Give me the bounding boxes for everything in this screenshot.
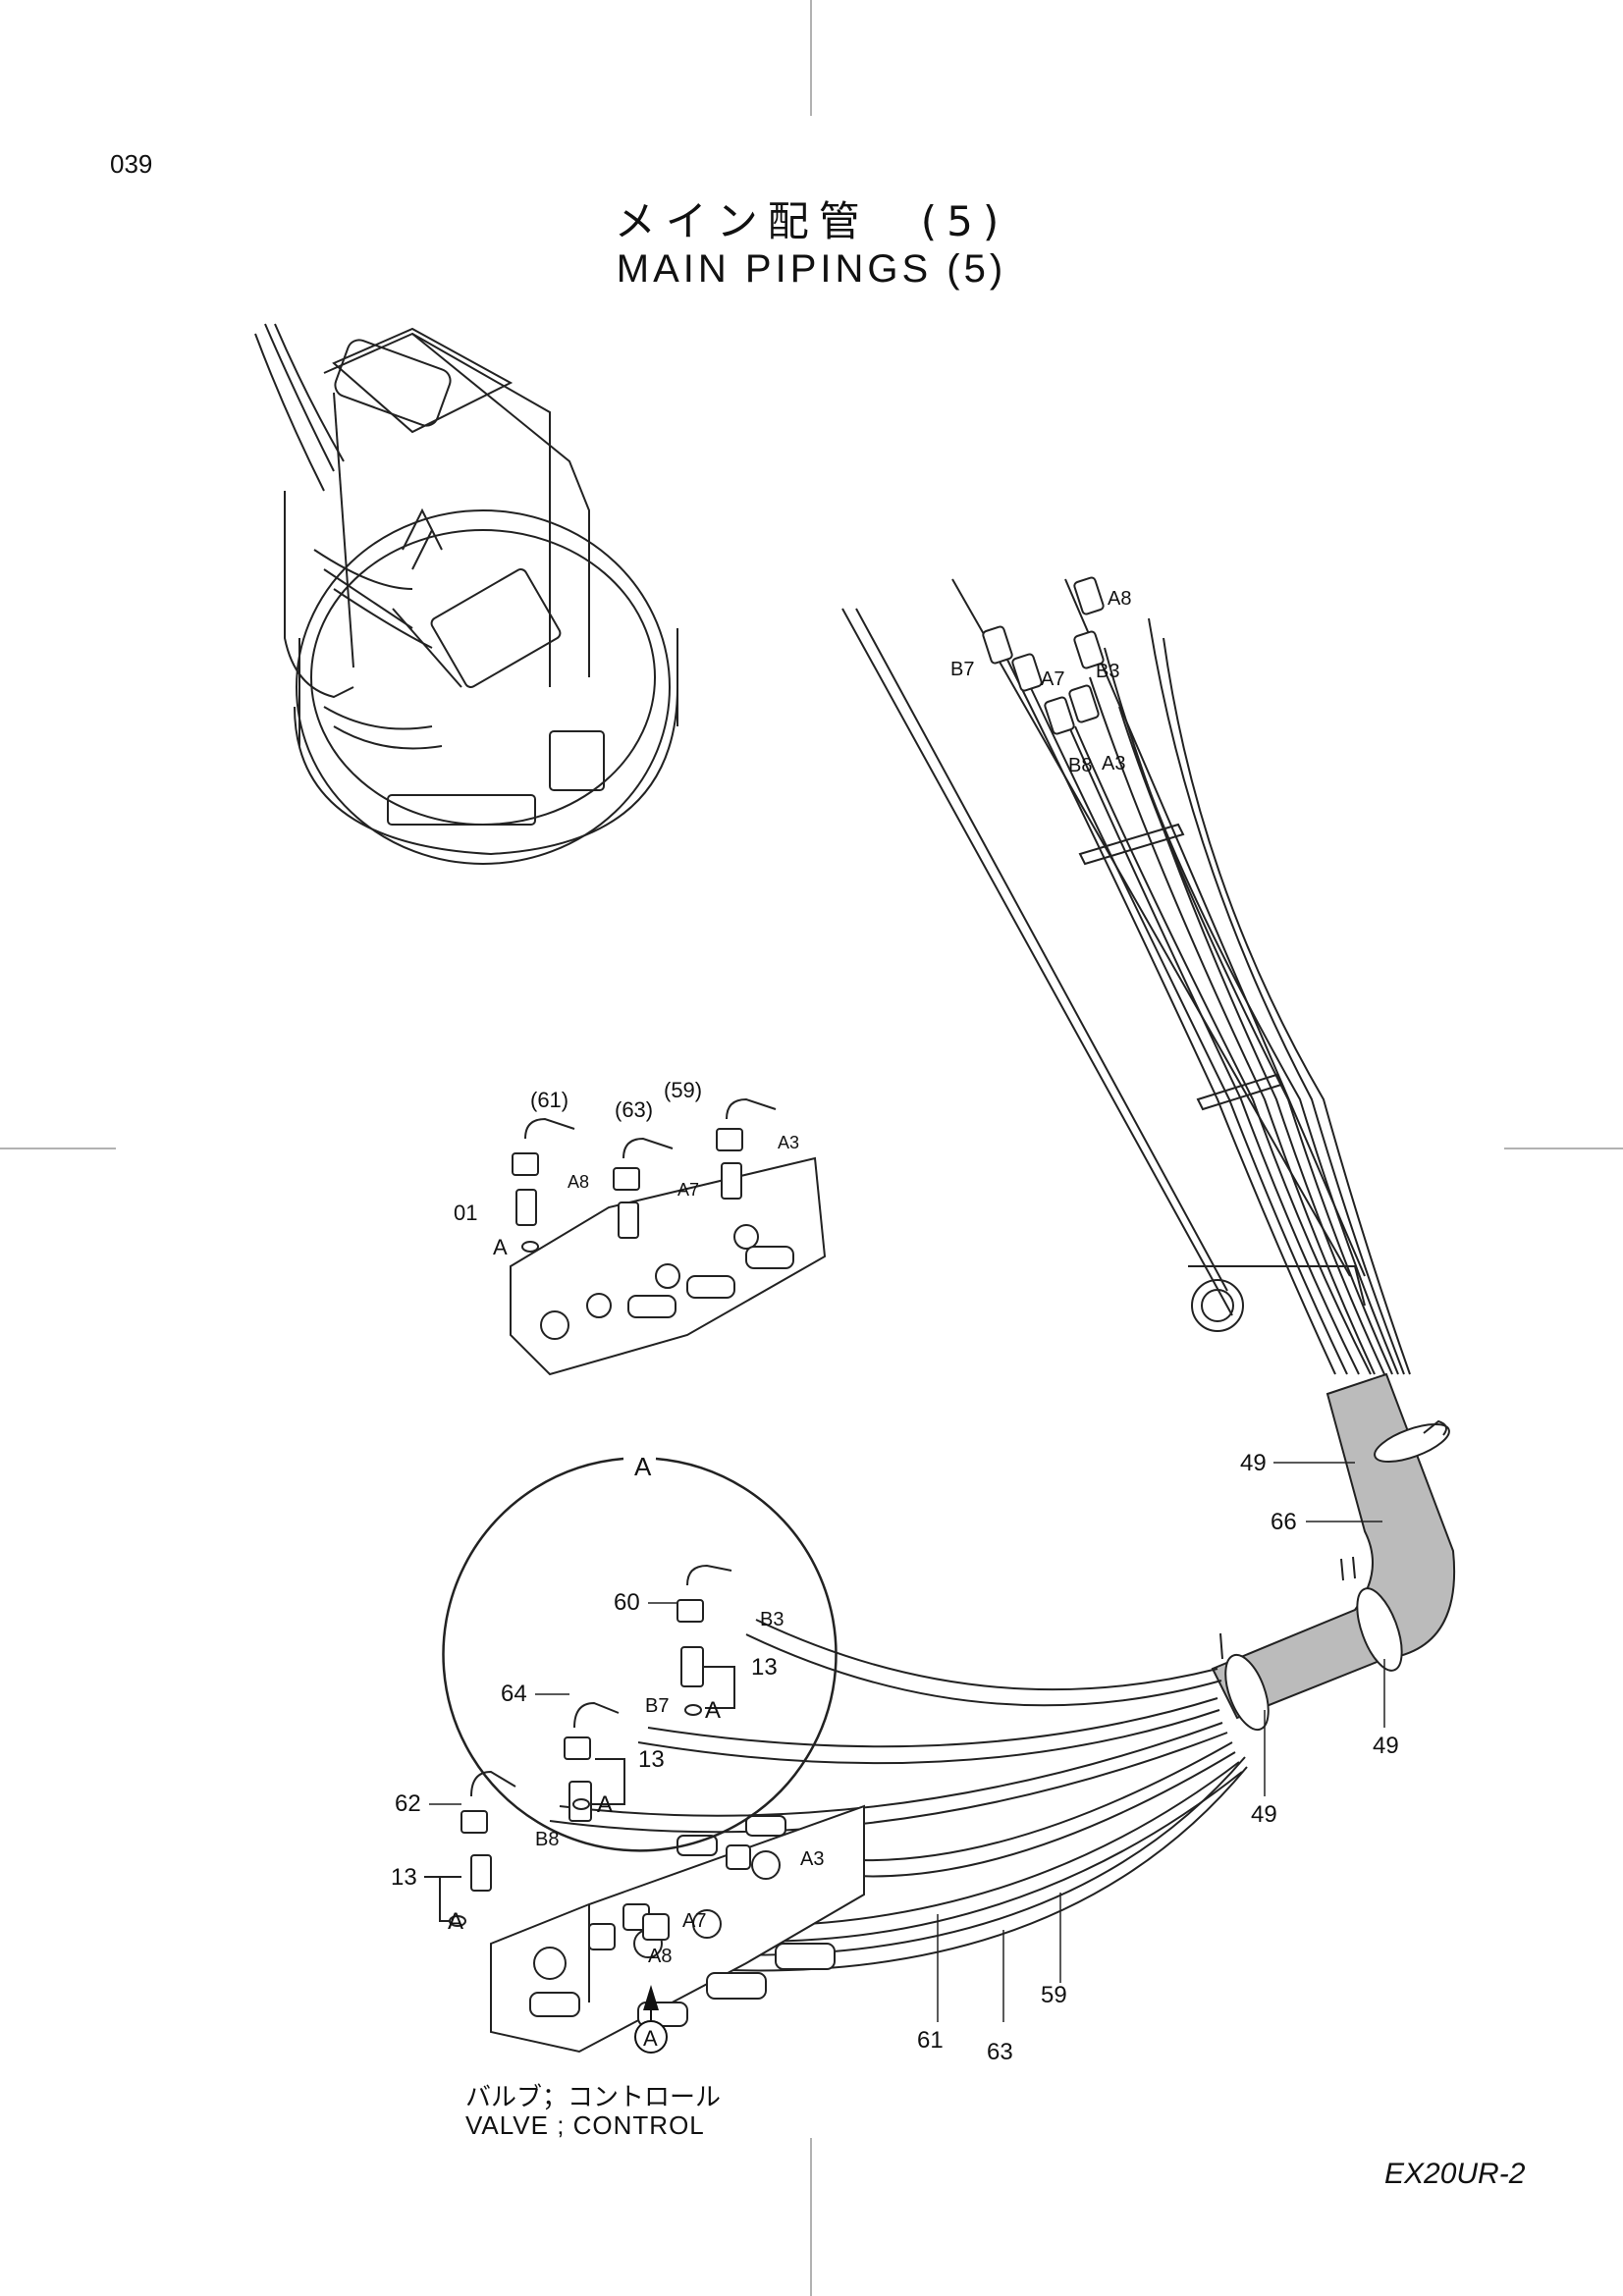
callout-61: 61 (917, 2027, 944, 2054)
callout-13-a: 13 (751, 1654, 778, 1681)
boom-arm (841, 578, 1366, 1332)
callout-49-lower: 49 (1251, 1801, 1277, 1828)
callout-60: 60 (614, 1589, 640, 1616)
valve-label-en: VALVE ; CONTROL (465, 2110, 705, 2140)
control-valve (490, 1804, 865, 2054)
leader-lines (429, 1462, 1385, 2022)
valve-port-b7: B7 (645, 1695, 669, 1717)
boom-port-labels: A8 B7 A7 B3 B8 A3 (950, 588, 1131, 776)
callout-49-right: 49 (1373, 1733, 1399, 1759)
boom-port-a8: A8 (1108, 588, 1131, 610)
callout-49-upper: 49 (1240, 1450, 1267, 1476)
detail-a-labels: (61) (63) (59) 01 A8 A7 A3 A A (454, 1078, 799, 1481)
hose-sleeve (1211, 1372, 1456, 1732)
valve-port-a8: A8 (648, 1946, 672, 1967)
valve-port-a3: A3 (800, 1848, 824, 1870)
valve-port-labels: B3 B7 B8 A3 A7 A8 (535, 1609, 824, 1967)
hose-runs (549, 1619, 1248, 1972)
detail-port-a3: A3 (778, 1133, 799, 1152)
callout-66: 66 (1271, 1509, 1297, 1535)
detail-ref-01: 01 (454, 1201, 477, 1225)
detail-port-a8: A8 (568, 1172, 589, 1192)
page-title-jp: メイン配管 (5) (614, 197, 1009, 245)
view-a-2: A (597, 1791, 613, 1818)
valve-port-b3: B3 (760, 1609, 784, 1630)
callout-64: 64 (501, 1681, 527, 1707)
valve-label-jp: バルブ；コントロール (465, 2083, 722, 2112)
detail-ref-61: (61) (530, 1088, 568, 1112)
callout-numbers: 49 66 49 49 60 64 62 13 13 13 59 61 63 (391, 1450, 1399, 2065)
page-title-en: MAIN PIPINGS (5) (616, 247, 1007, 291)
machine-overview (254, 323, 678, 865)
boom-fittings (982, 576, 1105, 735)
view-a-3: A (448, 1908, 463, 1935)
detail-ref-63: (63) (615, 1097, 653, 1122)
view-arrow-letter: A (643, 2026, 658, 2051)
boom-port-a7: A7 (1041, 668, 1064, 690)
view-ref-labels: A A A A (448, 1697, 721, 1935)
callout-13-b: 13 (638, 1746, 665, 1773)
valve-port-b8: B8 (535, 1829, 559, 1850)
callout-59: 59 (1041, 1982, 1067, 2008)
callout-13-c: 13 (391, 1864, 417, 1891)
detail-a-circle (442, 1457, 838, 1852)
model-code: EX20UR-2 (1384, 2158, 1526, 2190)
detail-view-marker: A (493, 1235, 508, 1259)
valve-fittings (460, 1564, 751, 1950)
valve-port-a7: A7 (682, 1910, 706, 1932)
callout-62: 62 (395, 1790, 421, 1817)
detail-a-contents (510, 1097, 827, 1376)
boom-port-b7: B7 (950, 659, 974, 680)
page-number: 039 (110, 149, 153, 179)
view-a-1: A (705, 1697, 721, 1724)
boom-port-a3: A3 (1102, 753, 1125, 774)
detail-ref-59: (59) (664, 1078, 702, 1102)
view-arrow: A (634, 1985, 668, 2054)
boom-port-b8: B8 (1068, 755, 1092, 776)
boom-port-b3: B3 (1096, 661, 1119, 682)
pipe-bundle (1005, 617, 1411, 1375)
detail-port-a7: A7 (677, 1180, 699, 1200)
callout-63: 63 (987, 2039, 1013, 2065)
bracket-lines (424, 1666, 735, 1922)
detail-label: A (634, 1452, 652, 1481)
